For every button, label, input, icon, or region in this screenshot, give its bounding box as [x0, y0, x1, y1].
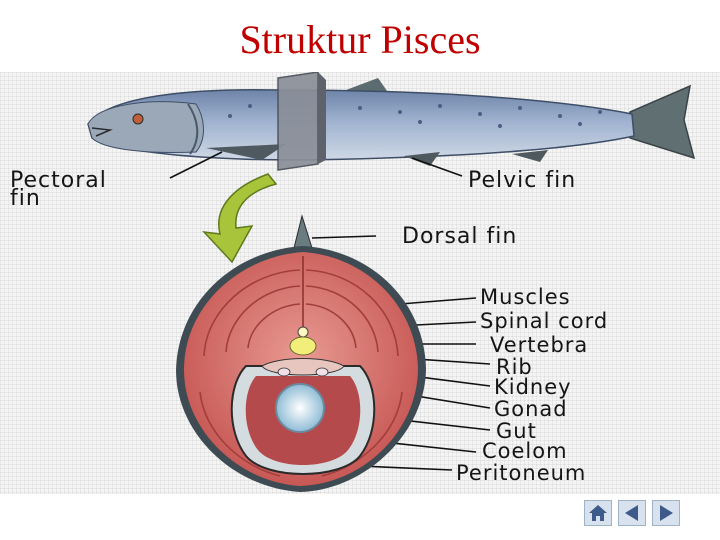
- home-icon: [588, 504, 608, 522]
- vertebra-shape: [290, 337, 316, 355]
- home-button[interactable]: [584, 500, 612, 526]
- label-peritoneum: Peritoneum: [456, 462, 586, 484]
- gut-shape: [276, 384, 324, 432]
- fish-eye: [133, 114, 143, 124]
- fish-anatomy-figure: Pectoral fin Pelvic fin Dorsal fin Muscl…: [0, 72, 720, 494]
- section-arrow: [204, 174, 276, 262]
- page-title: Struktur Pisces: [0, 14, 720, 66]
- label-muscles: Muscles: [480, 286, 571, 308]
- fish-diagram: [0, 72, 720, 494]
- fish-head: [88, 102, 204, 153]
- label-vertebra: Vertebra: [490, 334, 588, 356]
- previous-slide-button[interactable]: [618, 500, 646, 526]
- fish-side-view: [88, 78, 694, 166]
- cross-section: [176, 216, 426, 492]
- triangle-left-icon: [623, 504, 641, 522]
- kidney-shape: [262, 359, 344, 376]
- cut-plane: [278, 72, 326, 170]
- label-pectoral-fin-line2: fin: [10, 188, 41, 210]
- slide-navigation: [584, 500, 680, 526]
- label-spinal-cord: Spinal cord: [480, 310, 608, 332]
- label-dorsal-fin: Dorsal fin: [402, 226, 517, 248]
- label-coelom: Coelom: [482, 440, 568, 462]
- spinal-cord-shape: [298, 327, 308, 337]
- label-gonad: Gonad: [494, 398, 568, 420]
- tail-fin: [630, 86, 694, 158]
- triangle-right-icon: [657, 504, 675, 522]
- label-pelvic-fin: Pelvic fin: [468, 170, 576, 192]
- dorsal-fin-section: [294, 216, 312, 248]
- next-slide-button[interactable]: [652, 500, 680, 526]
- label-kidney: Kidney: [494, 376, 572, 398]
